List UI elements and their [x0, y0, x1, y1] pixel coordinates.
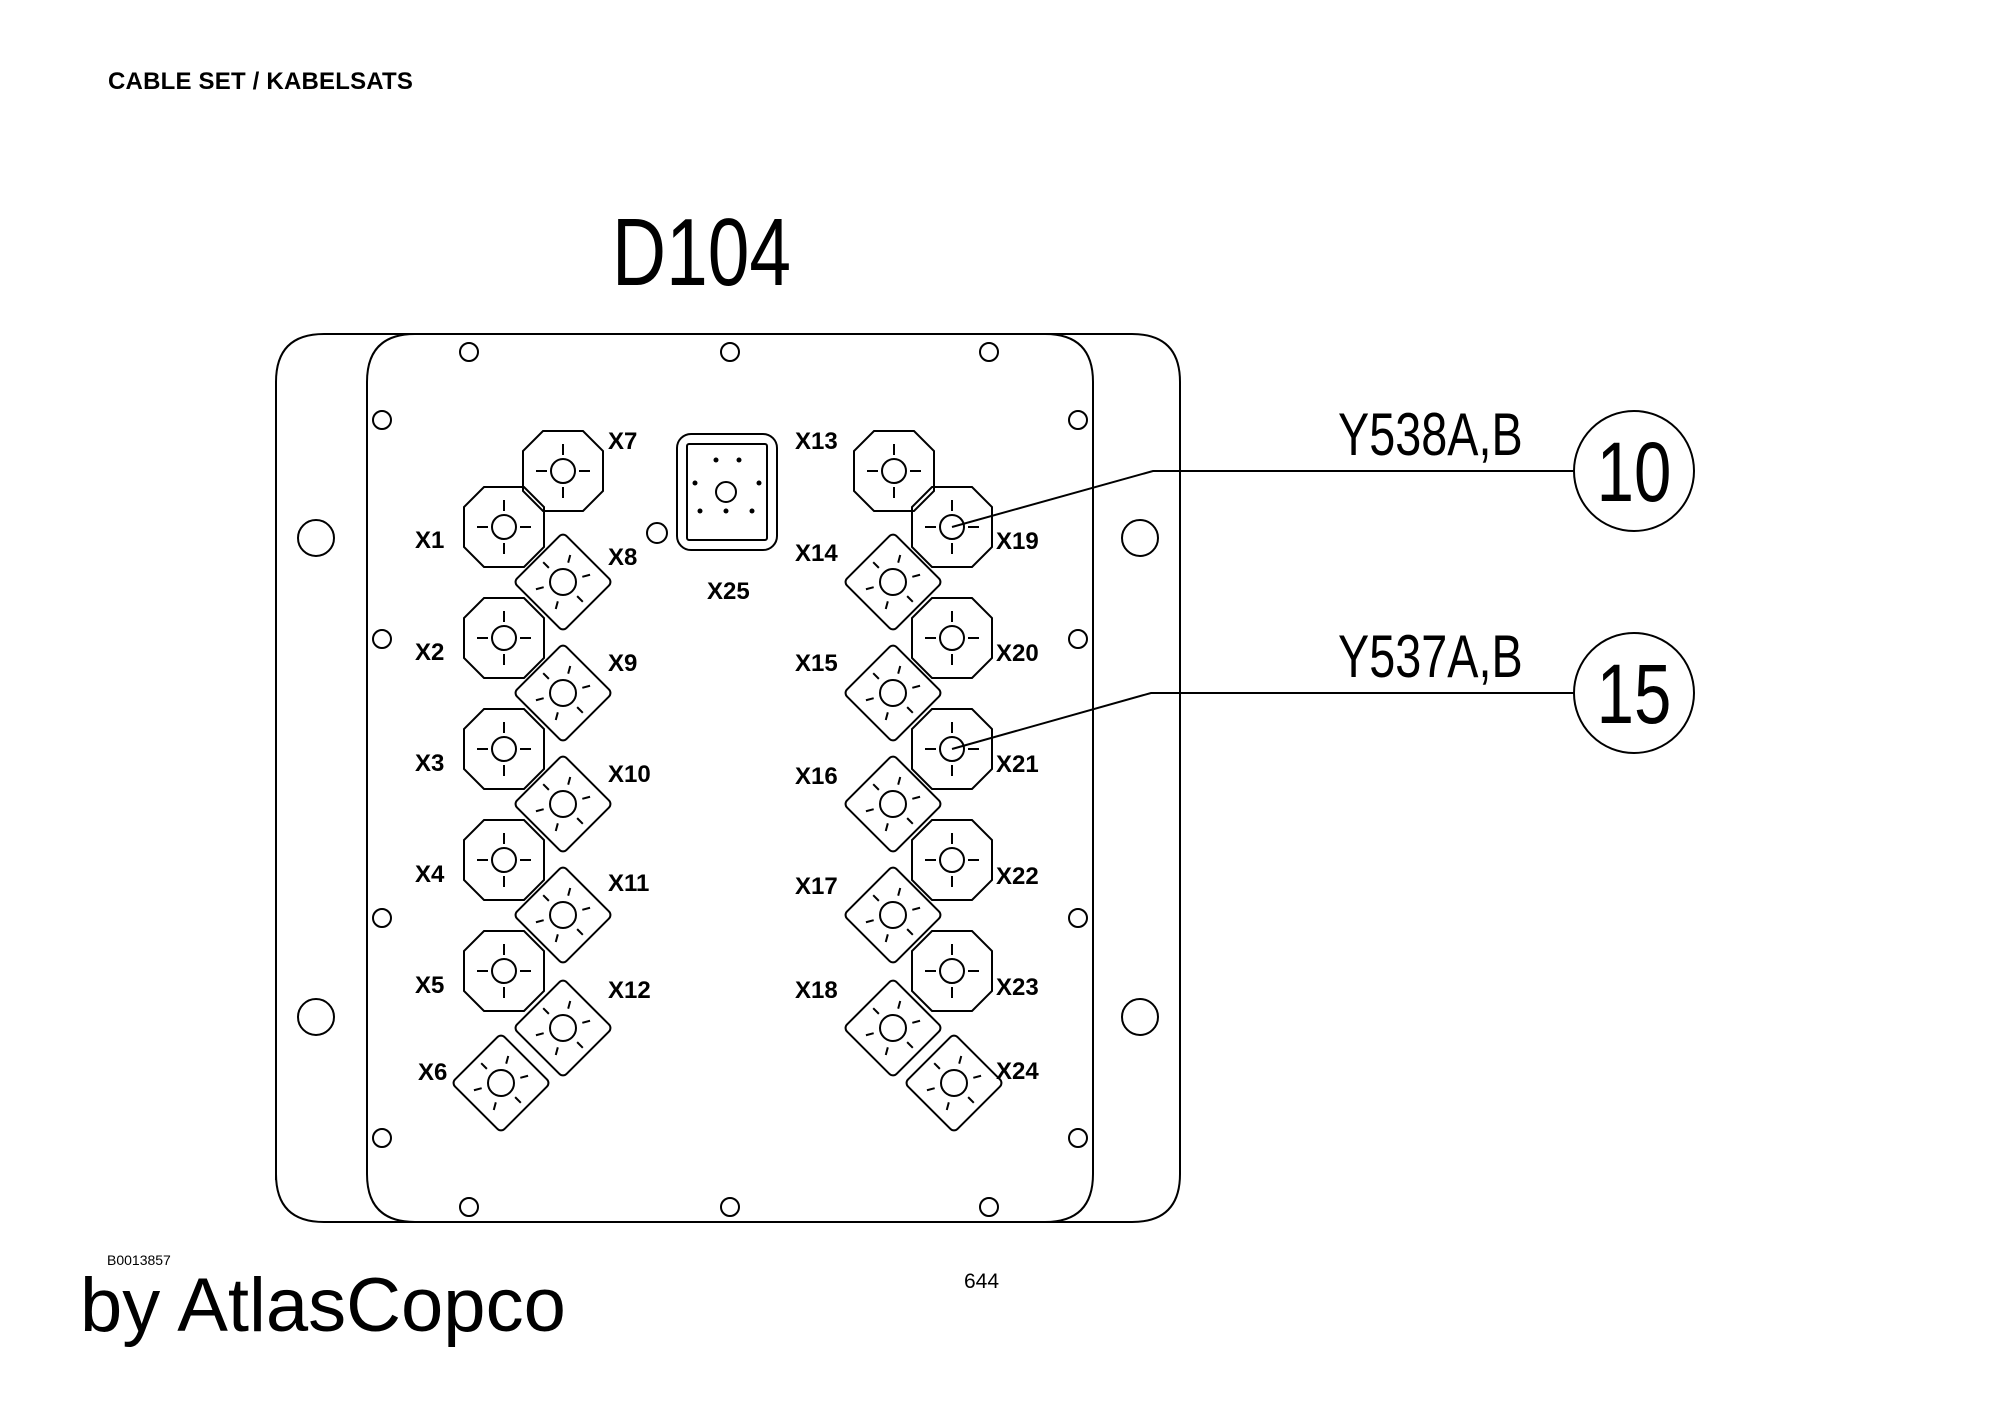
mounting-hole	[979, 1197, 999, 1217]
connector-x10	[514, 755, 612, 853]
callout-label: Y538A,B	[1338, 401, 1523, 468]
drawing-title: D104	[612, 199, 792, 306]
mounting-hole	[459, 1197, 479, 1217]
connector-label: X12	[608, 977, 651, 1004]
connector-x23	[911, 930, 993, 1012]
connector-label: X9	[608, 650, 637, 677]
connector-label: X19	[996, 528, 1039, 555]
outer-plate-outline	[275, 333, 1181, 1223]
mounting-hole	[1121, 519, 1159, 557]
mounting-hole	[1068, 629, 1088, 649]
mounting-hole	[979, 342, 999, 362]
connector-x22	[911, 819, 993, 901]
callout-15: 15 Y537A,B	[951, 623, 1695, 754]
connector-x24	[905, 1034, 1003, 1132]
connector-x9	[514, 644, 612, 742]
leader-line	[951, 692, 1574, 750]
x25-outer-frame	[676, 433, 778, 551]
connector-x14	[844, 533, 942, 631]
x25-inner-frame	[686, 443, 768, 541]
mounting-hole	[1068, 410, 1088, 430]
item-balloon	[1573, 410, 1695, 532]
connector-x19	[911, 486, 993, 568]
connector-x4	[463, 819, 545, 901]
connector-label: X3	[415, 750, 444, 777]
connector-x3	[463, 708, 545, 790]
connector-x1	[463, 486, 545, 568]
connector-label: X1	[415, 527, 444, 554]
connector-label: X18	[795, 977, 838, 1004]
connector-label: X7	[608, 428, 637, 455]
x25-pins	[692, 457, 762, 514]
connector-label: X22	[996, 863, 1039, 890]
connector-x13	[853, 430, 935, 512]
connector-x16	[844, 755, 942, 853]
connector-x18	[844, 979, 942, 1077]
mounting-hole	[720, 1197, 740, 1217]
mounting-hole	[1121, 998, 1159, 1036]
document-id: B0013857	[107, 1252, 171, 1268]
connector-label: X21	[996, 751, 1039, 778]
page-number: 644	[964, 1270, 1000, 1293]
connector-label: X6	[418, 1059, 447, 1086]
mounting-hole	[372, 1128, 392, 1148]
mounting-hole	[372, 908, 392, 928]
connector-x20	[911, 597, 993, 679]
mounting-hole	[459, 342, 479, 362]
connector-label: X15	[795, 650, 838, 677]
connector-label: X2	[415, 639, 444, 666]
header-title: CABLE SET / KABELSATS	[108, 68, 414, 95]
item-balloon	[1573, 632, 1695, 754]
mounting-hole	[720, 342, 740, 362]
connector-label: X20	[996, 640, 1039, 667]
mounting-hole	[646, 522, 668, 544]
item-number: 10	[1597, 426, 1672, 520]
connector-label: X16	[795, 763, 838, 790]
leader-line	[951, 470, 1574, 528]
connector-label: X11	[608, 870, 649, 897]
x25-center-pin	[715, 481, 737, 503]
connector-label: X13	[795, 428, 838, 455]
connector-x8	[514, 533, 612, 631]
item-number: 15	[1597, 648, 1672, 742]
connector-label: X14	[795, 540, 838, 567]
connector-x7	[522, 430, 604, 512]
connector-label: X23	[996, 974, 1039, 1001]
callout-10: 10 Y538A,B	[951, 401, 1695, 532]
connector-label: X4	[415, 861, 445, 888]
mounting-hole	[372, 629, 392, 649]
connector-label: X10	[608, 761, 651, 788]
connector-x5	[463, 930, 545, 1012]
brand-logo-text: by AtlasCopco	[80, 1263, 566, 1348]
callout-label: Y537A,B	[1338, 623, 1523, 690]
mounting-hole	[1068, 1128, 1088, 1148]
mounting-hole	[297, 519, 335, 557]
connector-x15	[844, 644, 942, 742]
connector-label: X17	[795, 873, 838, 900]
inner-plate-outline	[366, 333, 1094, 1223]
mounting-hole	[297, 998, 335, 1036]
connector-label: X24	[996, 1058, 1039, 1085]
connector-x21	[911, 708, 993, 790]
connector-label: X5	[415, 972, 444, 999]
connector-x11	[514, 866, 612, 964]
mounting-hole	[372, 410, 392, 430]
connector-x6	[452, 1034, 550, 1132]
connector-label: X8	[608, 544, 637, 571]
connector-x2	[463, 597, 545, 679]
connector-label: X25	[707, 578, 750, 605]
connector-x12	[514, 979, 612, 1077]
connector-x17	[844, 866, 942, 964]
mounting-hole	[1068, 908, 1088, 928]
